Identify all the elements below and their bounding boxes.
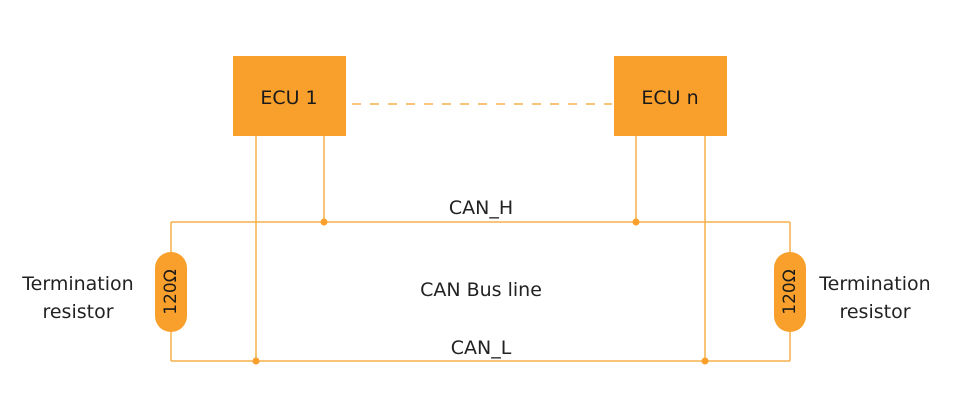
junction-dot [701,357,709,365]
resistor-left-value: 120Ω [161,269,181,314]
right-resistor-caption-line1: Termination [818,273,930,295]
ecu-n-label: ECU n [641,87,698,109]
junction-dot [252,357,260,365]
junction-dot [320,218,328,226]
right-resistor-caption-line2: resistor [839,301,910,323]
ecu-n-box [614,56,727,136]
resistor-right [774,252,806,332]
bus-line-label: CAN Bus line [420,279,542,301]
can-h-label: CAN_H [449,197,513,219]
resistor-left [155,252,187,332]
ecu-1-label: ECU 1 [260,87,317,109]
junction-dot [632,218,640,226]
left-resistor-caption-line2: resistor [42,301,113,323]
can-l-label: CAN_L [451,337,512,359]
left-resistor-caption-line1: Termination [21,273,133,295]
resistor-right-value: 120Ω [780,269,800,314]
ecu-1-box [233,56,346,136]
